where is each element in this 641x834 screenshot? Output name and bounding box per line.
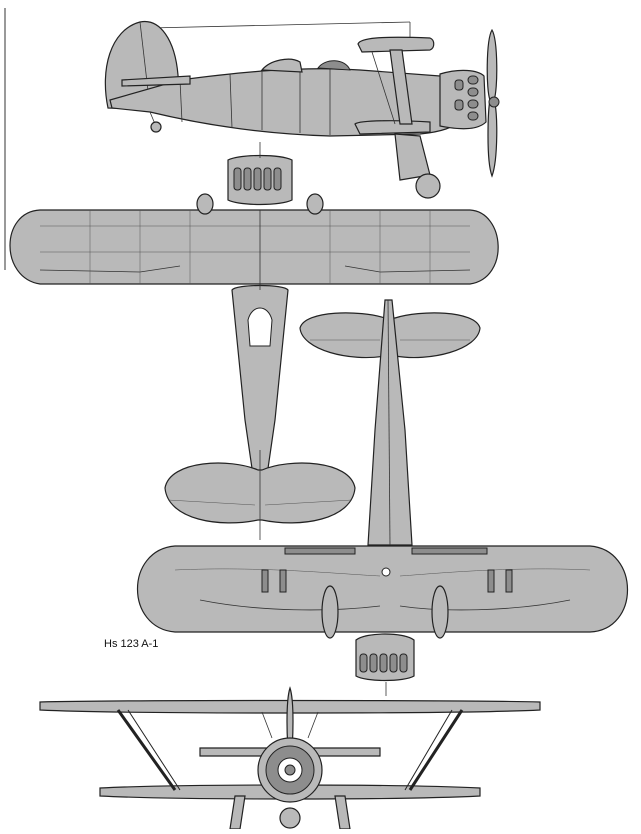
aircraft-designation-label: Hs 123 A-1: [104, 638, 159, 650]
top-view: [9, 142, 499, 540]
front-view: [39, 686, 541, 830]
bottom-view: [136, 299, 629, 696]
side-view: [4, 8, 500, 270]
